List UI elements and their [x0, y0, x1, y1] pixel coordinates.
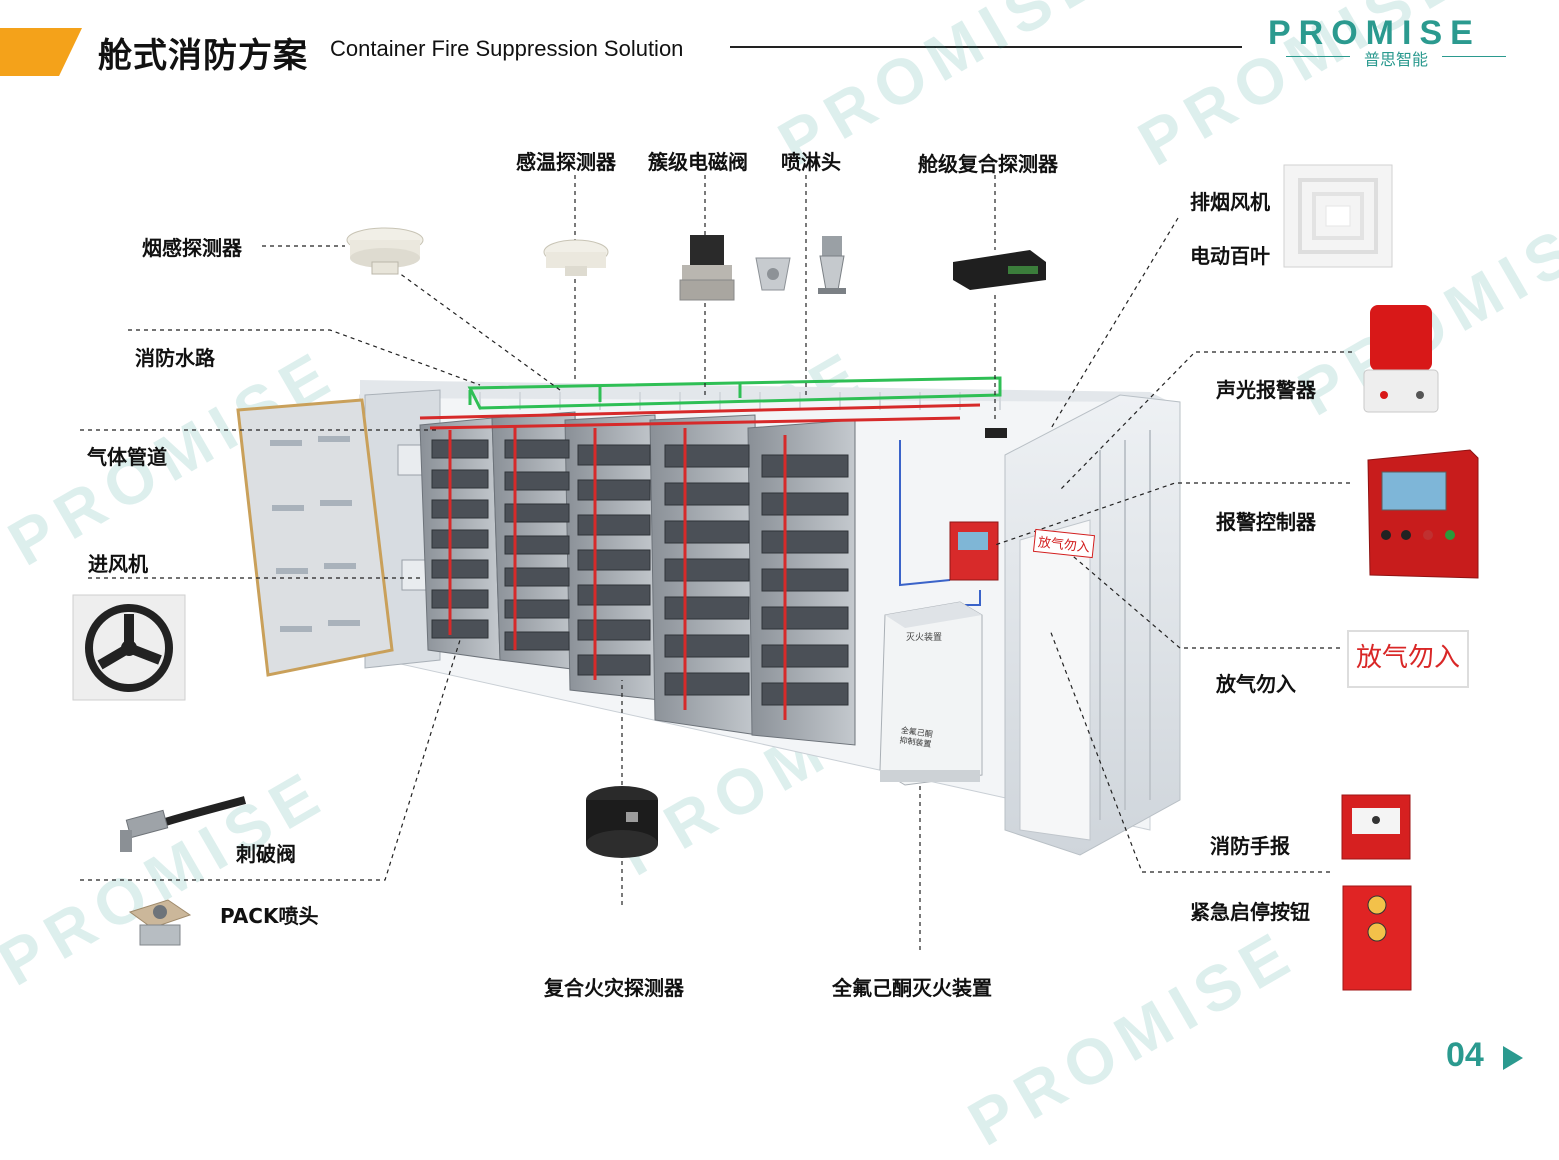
sprinkler-thumb — [755, 236, 846, 294]
leader-lines — [80, 175, 1352, 950]
composite-detector-thumb — [586, 786, 658, 858]
label-electric-louver: 电动百叶 — [1190, 244, 1270, 268]
exhaust-louver-thumb — [1283, 164, 1393, 268]
gas-line — [899, 440, 981, 606]
pack-nozzle-thumb — [128, 899, 192, 946]
alarm-controller-in-scene — [949, 521, 999, 581]
label-sprinkler: 喷淋头 — [781, 150, 841, 174]
smoke-detector-thumb — [346, 227, 424, 275]
release-sign-thumb: 放气勿入 — [1347, 630, 1469, 688]
label-gas-pipe: 气体管道 — [87, 445, 167, 469]
label-alarm-light: 声光报警器 — [1216, 378, 1316, 402]
water-pipes — [467, 376, 1002, 410]
label-no-entry: 放气勿入 — [1216, 672, 1296, 696]
container-door — [236, 398, 394, 677]
ceiling-detector-in-scene — [985, 428, 1007, 438]
puncture-valve-thumb — [120, 796, 247, 852]
page-number: 04 — [1446, 1036, 1484, 1074]
manual-alarm-thumb — [1341, 794, 1411, 860]
label-cluster-valve: 簇级电磁阀 — [648, 150, 748, 174]
emergency-button-thumb — [1342, 885, 1412, 991]
label-manual-alarm: 消防手报 — [1210, 834, 1290, 858]
page-subtitle: Container Fire Suppression Solution — [330, 36, 684, 61]
label-inlet-fan: 进风机 — [88, 552, 148, 576]
battery-racks — [419, 403, 981, 746]
title-rule — [730, 46, 1242, 48]
alarm-light-thumb — [1363, 305, 1439, 413]
container-diagram — [72, 164, 1479, 991]
label-water-route: 消防水路 — [135, 346, 215, 370]
label-temp-detector: 感温探测器 — [516, 150, 616, 174]
inlet-fan-thumb — [72, 594, 186, 701]
solenoid-valve-thumb — [679, 235, 735, 301]
label-puncture-valve: 刺破阀 — [236, 842, 296, 866]
label-cabin-detector: 舱级复合探测器 — [918, 152, 1058, 176]
next-arrow-icon[interactable] — [1503, 1046, 1523, 1070]
label-suppression-device: 全氟己酮灭火装置 — [832, 976, 992, 1000]
brand-logo-subtitle: 普思智能 — [1286, 46, 1506, 70]
alarm-controller-thumb — [1367, 449, 1479, 579]
suppression-cabinet — [879, 601, 983, 786]
brand-logo: PROMISE — [1268, 14, 1481, 52]
label-emergency-button: 紧急启停按钮 — [1190, 900, 1310, 924]
cabinet-label: 灭火装置 — [906, 633, 943, 643]
page-title: 舱式消防方案 — [98, 36, 308, 76]
label-alarm-controller: 报警控制器 — [1216, 510, 1316, 534]
temp-detector-thumb — [543, 239, 609, 276]
cabin-detector-thumb — [953, 250, 1046, 290]
label-composite-detector: 复合火灾探测器 — [544, 976, 684, 1000]
label-pack-nozzle: PACK喷头 — [220, 904, 319, 928]
label-smoke-detector: 烟感探测器 — [142, 236, 242, 260]
label-exhaust-fan: 排烟风机 — [1190, 190, 1270, 214]
